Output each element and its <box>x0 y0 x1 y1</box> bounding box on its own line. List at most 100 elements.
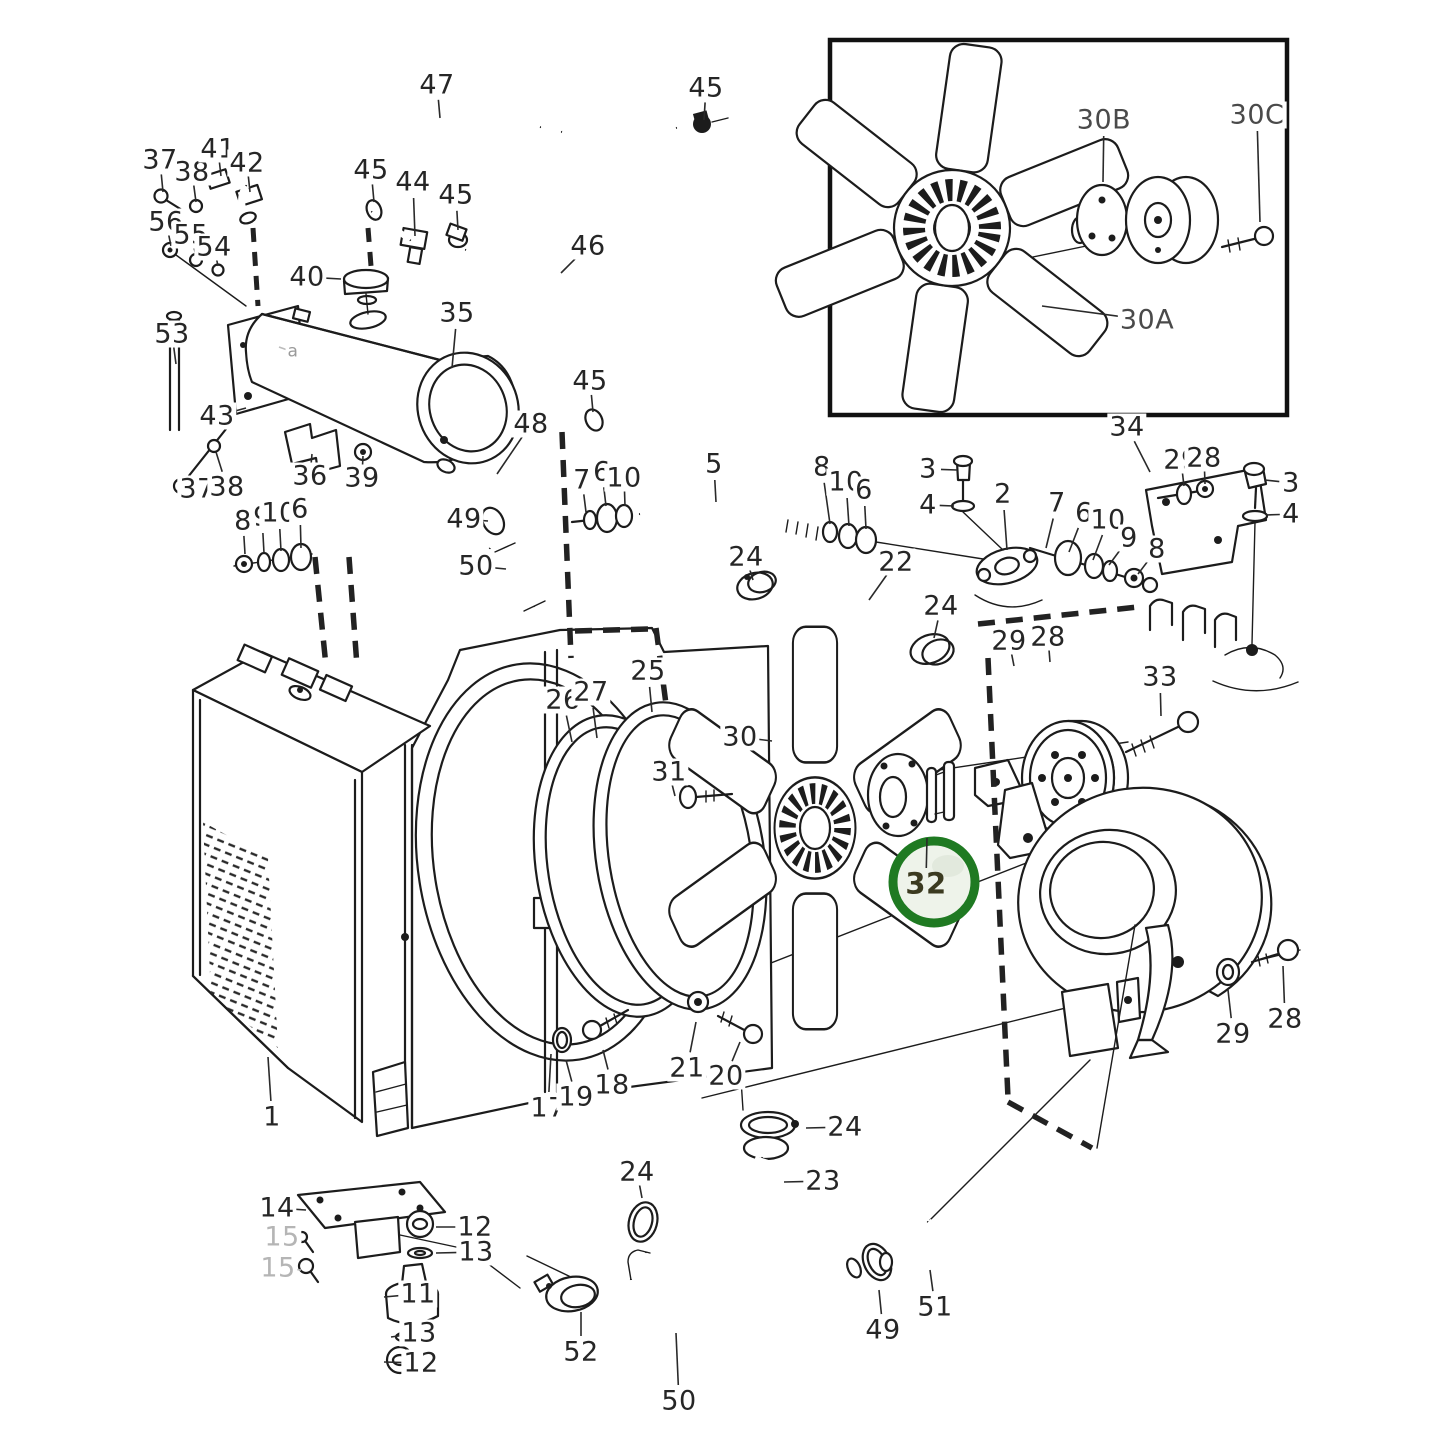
leader-30A-87 <box>1041 305 1132 319</box>
leader-12-78 <box>383 1361 406 1364</box>
radiator <box>191 643 432 1138</box>
engine-bosses <box>1148 598 1238 649</box>
leader-51-82 <box>929 1269 934 1292</box>
clamp-52 <box>533 1273 599 1313</box>
leader-18-65 <box>602 1049 609 1070</box>
leader-2-39 <box>1003 509 1008 551</box>
thermostat-housing-2 <box>974 546 1043 608</box>
elbow-51 <box>878 1218 941 1273</box>
leader-44-7 <box>412 197 416 237</box>
leader-8-34 <box>823 482 831 525</box>
leader-29-83 <box>1227 989 1232 1019</box>
leader-41-4 <box>218 161 222 177</box>
fitting-45-top <box>692 110 729 133</box>
inset-panel <box>774 37 1290 418</box>
leader-47-0 <box>437 99 441 119</box>
inset-pulley <box>1124 175 1220 265</box>
pipe-5 <box>570 502 878 555</box>
leader-lines <box>160 99 1286 1386</box>
leader-37-2 <box>160 174 164 193</box>
leader-4-47 <box>1265 513 1280 516</box>
leader-49-28 <box>474 519 489 522</box>
leader-9-25 <box>262 532 265 554</box>
leader-6-49 <box>1068 527 1080 553</box>
leader-26-56 <box>565 715 573 743</box>
leader-a-16 <box>278 346 287 351</box>
leader-6-31 <box>603 487 607 507</box>
pipe-50 <box>626 1249 862 1334</box>
leader-33-55 <box>1159 692 1162 717</box>
leader-27-57 <box>592 707 598 739</box>
leader-5-33 <box>714 479 717 503</box>
leader-42-5 <box>247 176 251 193</box>
leader-45-8 <box>456 210 459 231</box>
leader-45-6 <box>371 184 375 203</box>
leader-19-64 <box>565 1059 573 1082</box>
leader-9-51 <box>1108 549 1121 566</box>
shroud-bolts <box>551 990 764 1054</box>
leader-8-24 <box>243 535 246 555</box>
leader-53-15 <box>173 347 177 365</box>
inset-bolt-30C <box>1220 225 1275 253</box>
isolator-stack-left-lower <box>233 542 313 574</box>
leader-32-61 <box>925 837 928 869</box>
leader-3-37 <box>940 468 958 471</box>
water-pump-flange <box>866 752 930 838</box>
leader-36-20 <box>310 453 313 467</box>
highlight-group[interactable] <box>888 836 980 928</box>
leader-14-71 <box>290 1208 307 1211</box>
highlight-ring[interactable] <box>888 836 980 928</box>
leader-46-13 <box>560 256 578 274</box>
bolt-31 <box>678 784 734 810</box>
leader-10-26 <box>279 528 282 552</box>
leader-35-14 <box>451 328 457 369</box>
leader-48-23 <box>496 436 523 475</box>
bolt-3-right <box>1212 461 1299 692</box>
bolt-33 <box>1124 710 1200 757</box>
leader-10-35 <box>846 497 850 527</box>
leader-29-53 <box>1010 652 1015 667</box>
leader-25-58 <box>648 686 653 713</box>
leader-28-84 <box>1282 965 1286 1004</box>
dashed-alignment-lines <box>250 227 1139 1151</box>
leader-45-22 <box>590 394 594 413</box>
bolt-3-left <box>950 454 1004 551</box>
bracket-36 <box>283 422 373 474</box>
inset-fan <box>774 42 1130 414</box>
leader-39-21 <box>361 455 364 469</box>
leader-10-32 <box>623 490 626 507</box>
leader-45-1 <box>703 102 706 121</box>
leader-20-67 <box>731 1041 741 1062</box>
bracket-34 <box>1144 466 1268 576</box>
hose-22 <box>736 569 955 666</box>
leader-22-41 <box>868 574 888 601</box>
leader-4-38 <box>939 504 955 507</box>
leader-50-80 <box>675 1332 680 1386</box>
leader-29-44 <box>1181 471 1185 487</box>
leader-7-30 <box>583 494 587 513</box>
leader-13-75 <box>435 1251 461 1254</box>
leader-24-68 <box>805 1126 830 1129</box>
leader-1-62 <box>267 1056 272 1102</box>
leader-30B-85 <box>1102 135 1105 183</box>
leader-38-19 <box>215 451 223 472</box>
expansion-tank <box>226 304 520 465</box>
leader-50-29 <box>489 566 507 570</box>
highlight-smudge <box>932 855 964 877</box>
leader-28-45 <box>1203 469 1206 485</box>
leader-17-63 <box>548 1053 552 1093</box>
belt-housing <box>1017 786 1300 1149</box>
leader-28-54 <box>1048 648 1051 663</box>
leader-49-81 <box>878 1289 883 1315</box>
leader-24-70 <box>638 1183 643 1199</box>
leader-21-66 <box>689 1021 697 1053</box>
leader-38-3 <box>193 185 197 203</box>
leader-6-27 <box>299 524 302 549</box>
isolator-stack-right <box>1028 539 1159 594</box>
leader-10-50 <box>1092 534 1104 561</box>
spacer-32 <box>925 760 956 824</box>
leader-6-36 <box>864 505 867 530</box>
leader-8-52 <box>1137 559 1150 575</box>
leader-7-48 <box>1045 518 1054 549</box>
